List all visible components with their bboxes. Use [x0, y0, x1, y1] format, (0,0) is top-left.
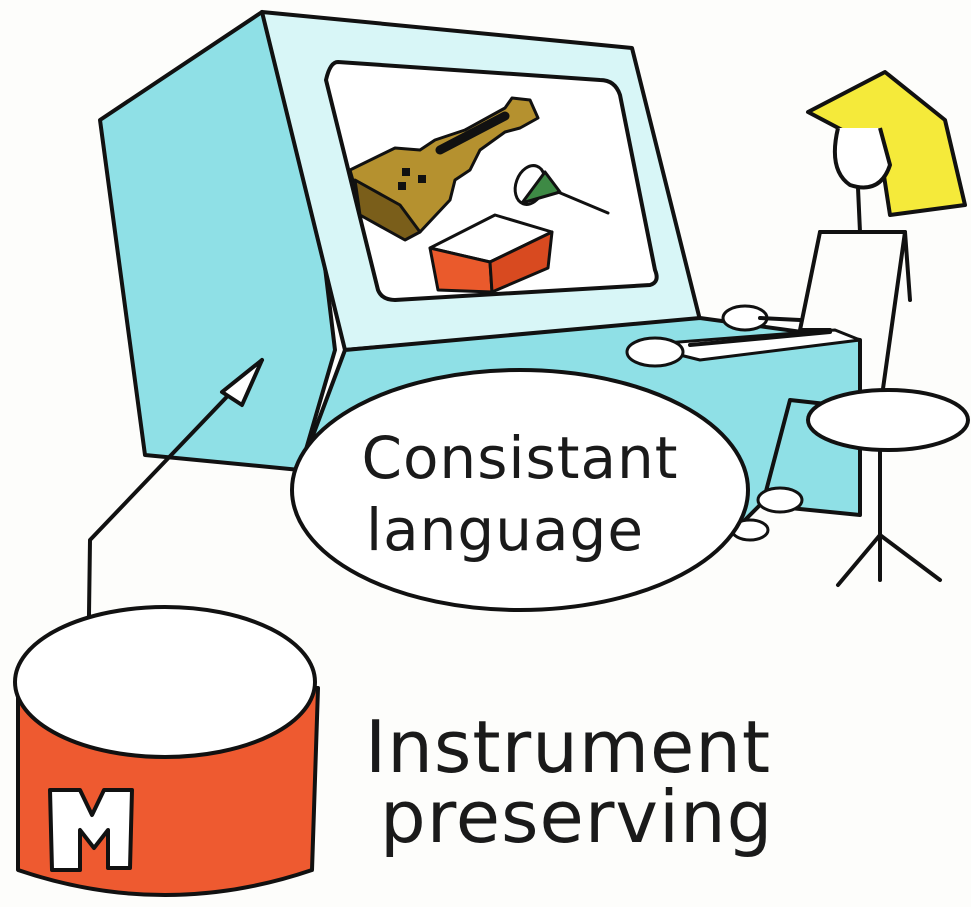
database-letter-outline	[48, 788, 134, 872]
caption-line-2: preserving	[380, 775, 773, 859]
person-icon	[688, 70, 967, 542]
cube-icon	[428, 213, 554, 294]
database-icon	[13, 605, 320, 897]
mouse-icon	[625, 336, 685, 368]
cone-icon	[513, 164, 610, 215]
hair	[806, 70, 967, 217]
monitor-screen	[324, 60, 659, 302]
language-bubble: Consistant language	[290, 368, 750, 612]
foot	[756, 486, 804, 514]
stool-icon	[806, 388, 970, 587]
bubble-line-1: Consistant	[361, 424, 678, 492]
computer-icon	[98, 10, 862, 547]
violin-icon	[348, 96, 540, 242]
bubble-line-2: language	[366, 496, 644, 564]
caption-line-1: Instrument	[365, 705, 771, 789]
